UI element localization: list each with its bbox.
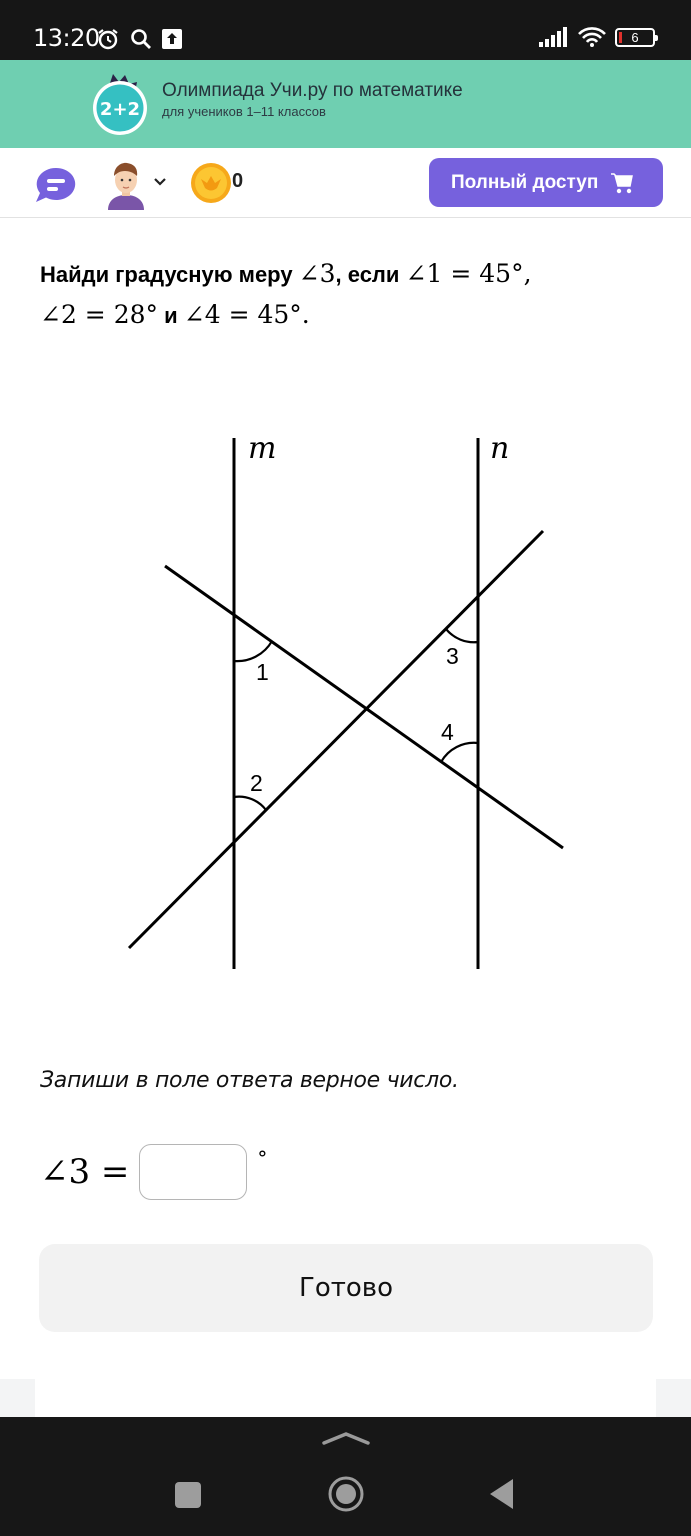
system-nav-bar <box>0 1417 691 1536</box>
math-angle4: ∠4 = 45° <box>183 300 302 329</box>
olympiad-logo-icon: 2+2 <box>93 74 147 135</box>
search-icon <box>131 29 151 49</box>
math-comma: , <box>523 259 532 288</box>
banner-subtitle: для учеников 1–11 классов <box>162 104 326 119</box>
svg-text:2+2: 2+2 <box>100 99 140 120</box>
question-if: , если <box>335 262 406 287</box>
angle-label-1: 1 <box>256 659 269 685</box>
battery-icon: 6 <box>615 27 658 47</box>
full-access-label: Полный доступ <box>451 171 599 193</box>
angle-label-4: 4 <box>441 719 454 745</box>
line-label-n: n <box>490 431 509 466</box>
line-label-m: m <box>248 431 276 466</box>
cart-icon <box>611 172 634 193</box>
battery-level: 6 <box>631 29 639 45</box>
coin-count: 0 <box>232 170 244 192</box>
status-time: 13:20 <box>33 24 100 52</box>
status-bar: 13:20 6 <box>0 0 691 60</box>
chat-icon[interactable] <box>34 166 78 204</box>
math-angle1: ∠1 = 45° <box>405 259 524 288</box>
question-text: Найди градусную меру ∠3, если ∠1 = 45°, … <box>40 254 660 336</box>
question-and: и <box>158 303 184 328</box>
signal-icon <box>539 27 567 47</box>
upload-icon <box>162 29 182 49</box>
answer-row: ∠3 = ° <box>40 1144 267 1200</box>
banner-title: Олимпиада Учи.ру по математике <box>162 80 463 101</box>
instruction-text: Запиши в поле ответа верное число. <box>40 1068 459 1093</box>
wifi-icon <box>578 27 606 47</box>
question-prefix: Найди градусную меру <box>40 262 299 287</box>
next-card-edge <box>35 1379 656 1417</box>
back-button[interactable] <box>489 1478 515 1510</box>
geometry-figure: m n 1 2 3 4 <box>127 431 564 969</box>
answer-label: ∠3 = <box>40 1152 130 1192</box>
avatar[interactable] <box>104 160 148 210</box>
chevron-up-icon[interactable] <box>322 1431 370 1445</box>
chevron-down-icon[interactable] <box>153 176 167 188</box>
full-access-button[interactable]: Полный доступ <box>429 158 663 207</box>
degree-symbol: ° <box>257 1146 268 1170</box>
done-button[interactable]: Готово <box>39 1244 653 1332</box>
answer-input[interactable] <box>139 1144 248 1200</box>
coin-icon <box>191 163 231 203</box>
top-bar: 0 Полный доступ <box>0 148 691 218</box>
angle-label-2: 2 <box>250 770 263 796</box>
math-angle3: ∠3 <box>298 259 336 288</box>
alarm-icon <box>98 29 118 50</box>
math-end: . <box>301 300 310 329</box>
home-button[interactable] <box>327 1475 365 1513</box>
angle-label-3: 3 <box>446 643 459 669</box>
math-angle2: ∠2 = 28° <box>40 300 159 329</box>
recents-button[interactable] <box>174 1481 202 1509</box>
status-icons-right: 6 <box>539 26 658 48</box>
status-icons-left <box>96 26 182 52</box>
